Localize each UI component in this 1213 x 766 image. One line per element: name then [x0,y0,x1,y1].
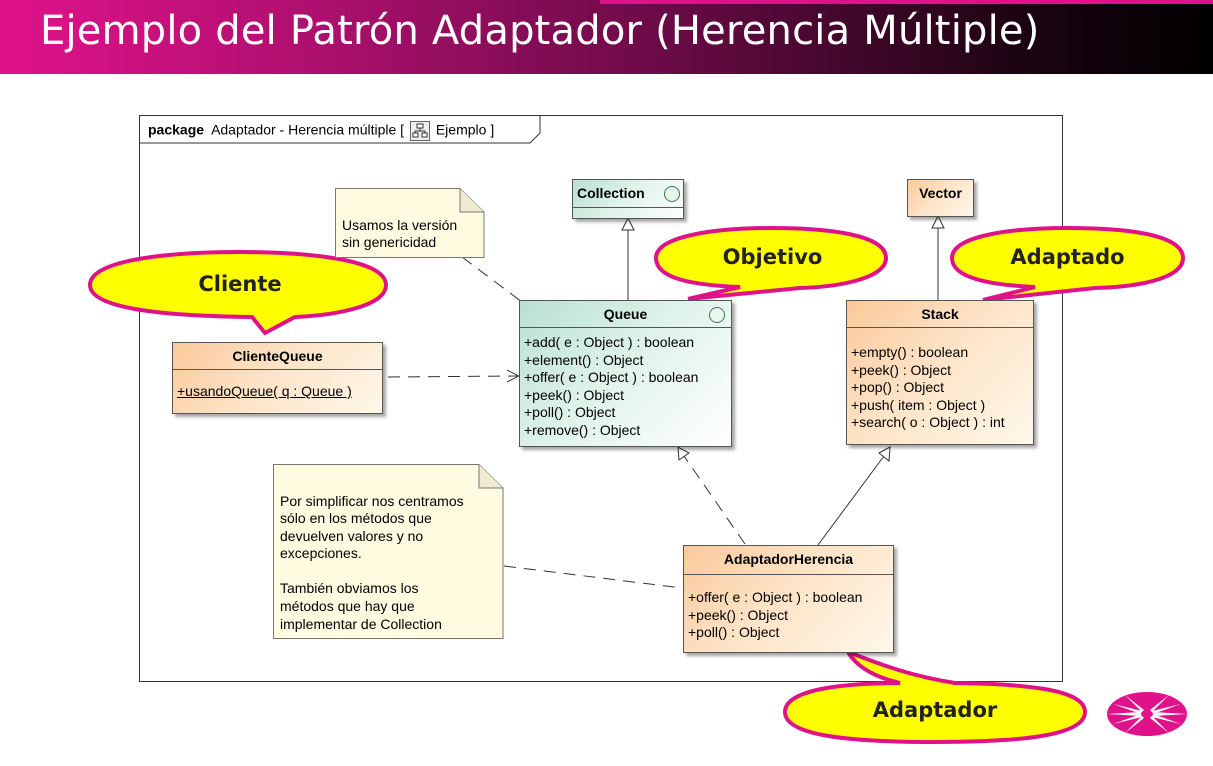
note-line: métodos que hay que [280,598,415,614]
adaptado-callout-label: Adaptado [1010,245,1125,269]
stack-name: Stack [921,306,959,322]
collection-separator [573,207,683,208]
adaptador-realizes-queue [683,455,746,545]
genericity-note-link [461,256,523,303]
queue-class[interactable]: Queue +add( e : Object ) : boolean +elem… [519,300,732,447]
adaptador-herencia-operations: +offer( e : Object ) : boolean +peek() :… [684,575,893,646]
note-line: sin genericidad [342,234,437,250]
stack-class[interactable]: Stack +empty() : boolean +peek() : Objec… [846,300,1034,445]
package-name: Adaptador - Herencia múltiple [ [211,121,405,138]
genericity-note: Usamos la versión sin genericidad [335,188,485,258]
collection-class[interactable]: Collection [572,179,684,219]
queue-realization-arrowhead [677,446,690,461]
header-accent-line [600,0,1213,4]
stack-op: +pop() : Object [851,379,944,395]
package-label: package Adaptador - Herencia múltiple [ … [148,121,494,141]
diagram-name: Ejemplo ] [435,121,495,138]
package-keyword: package [148,121,205,138]
diagram-icon [409,121,430,141]
vector-class[interactable]: Vector [907,179,974,217]
note-line: implementar de Collection [280,616,442,632]
interface-icon [709,307,725,323]
note-line: Por simplificar nos centramos [280,493,464,509]
adaptador-herencia-name: AdaptadorHerencia [723,551,854,567]
adaptador-herencia-class[interactable]: AdaptadorHerencia +offer( e : Object ) :… [683,545,894,653]
note-line: Usamos la versión [342,217,458,233]
adaptador-callout [782,648,1088,745]
university-logo [1107,692,1187,736]
adaptador-op: +peek() : Object [688,606,788,623]
adaptador-callout-label: Adaptador [872,698,998,722]
stack-op: +push( item : Object ) [851,396,986,413]
queue-op: +remove() : Object [524,421,641,438]
note-line: También obviamos los [280,580,419,596]
queue-op: +add( e : Object ) : boolean [524,334,695,350]
note-line: excepciones. [280,545,362,561]
cliente-uses-queue [387,375,518,378]
adaptador-op: +poll() : Object [688,624,780,640]
stack-arrowhead [878,446,891,462]
stack-op: +search( o : Object ) : int [851,414,1005,430]
queue-operations: +add( e : Object ) : boolean +element() … [520,328,731,443]
adaptador-op: +offer( e : Object ) : boolean [688,589,863,605]
collection-arrowhead [621,216,635,231]
queue-separator [520,327,731,328]
objetivo-callout-label: Objetivo [722,245,823,269]
slide-title: Ejemplo del Patrón Adaptador (Herencia M… [40,8,1040,54]
objetivo-callout [653,225,889,301]
adaptador-herencia-separator [684,574,893,575]
interface-icon [664,186,680,202]
cliente-queue-separator [173,369,382,370]
stack-op: +peek() : Object [851,361,951,378]
queue-op: +element() : Object [524,351,644,368]
cliente-callout [87,249,389,336]
slide-header [0,0,1213,74]
cliente-callout-label: Cliente [198,272,282,296]
stack-separator [847,327,1033,328]
note-shape [335,188,485,258]
stack-op: +empty() : boolean [851,344,969,360]
collection-name: Collection [577,185,645,201]
note-shape [273,464,504,639]
vector-arrowhead [931,214,945,229]
adaptador-extends-stack [817,455,885,546]
vector-name: Vector [919,185,962,201]
queue-op: +offer( e : Object ) : boolean [524,369,699,385]
package-tab-outline [139,115,541,144]
note-line: devuelven valores y no [280,528,424,544]
queue-op: +peek() : Object [524,386,624,403]
simplify-note: Por simplificar nos centramos sólo en lo… [273,464,505,639]
cliente-queue-operations: +usandoQueue( q : Queue ) [173,370,382,405]
queue-name: Queue [603,306,648,322]
queue-op: +poll() : Object [524,404,616,420]
cliente-queue-class[interactable]: ClienteQueue +usandoQueue( q : Queue ) [172,342,383,414]
note-line: sólo en los métodos que [280,510,432,526]
simplify-note-link [503,565,683,589]
cliente-queue-op: +usandoQueue( q : Queue ) [177,383,352,399]
cliente-queue-name: ClienteQueue [232,348,323,364]
adaptado-callout [949,225,1186,302]
stack-operations: +empty() : boolean +peek() : Object +pop… [847,328,1033,436]
